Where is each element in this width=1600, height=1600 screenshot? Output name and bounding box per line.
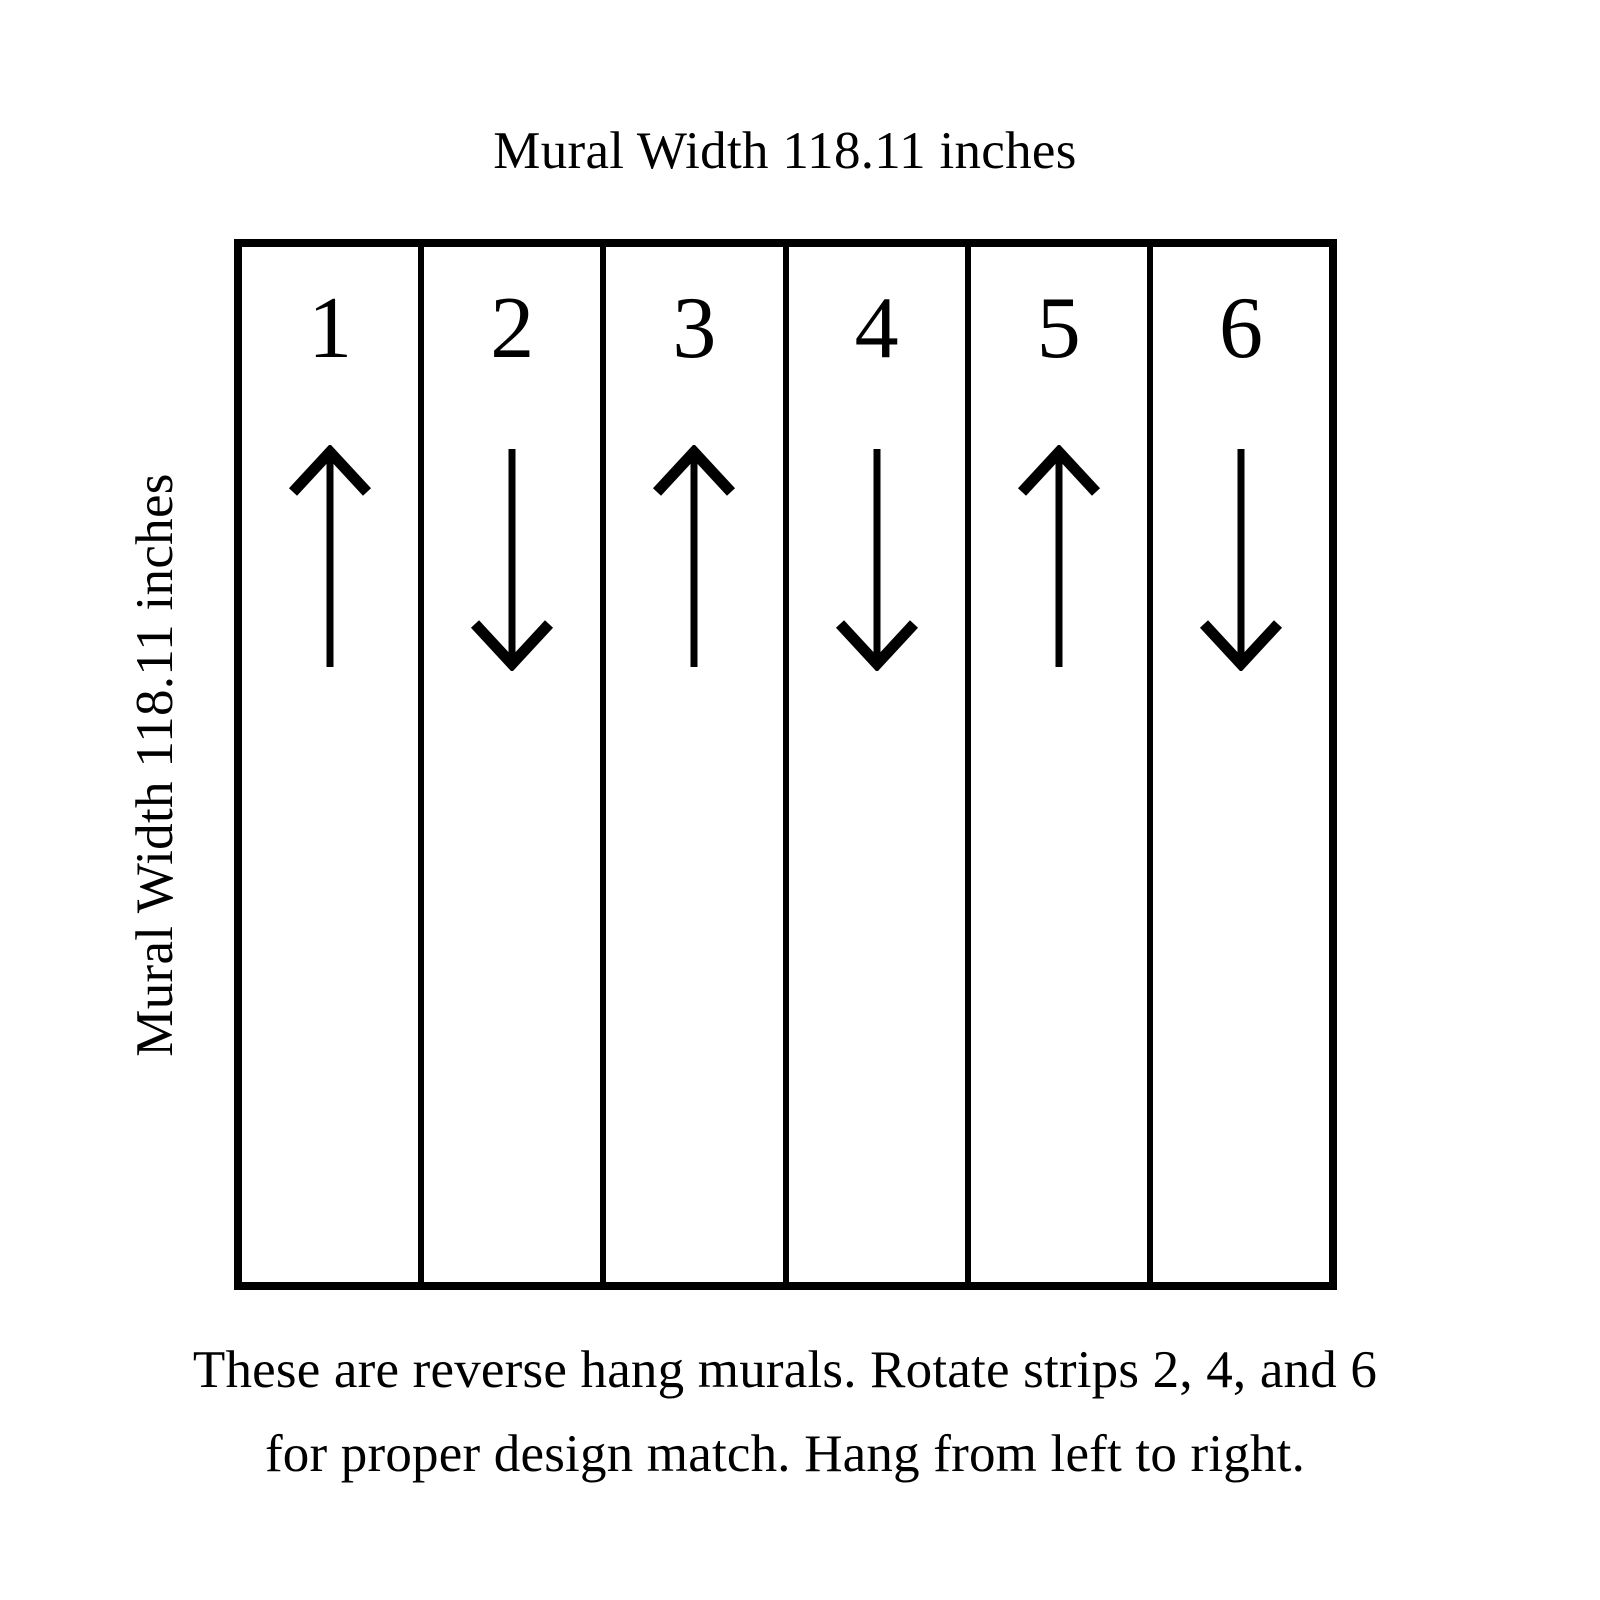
mural-strip-3[interactable]: 3: [606, 247, 789, 1282]
caption-line-1: These are reverse hang murals. Rotate st…: [192, 1341, 1378, 1399]
arrow-up-icon: [1011, 445, 1107, 671]
mural-width-top-label: Mural Width 118.11 inches: [493, 122, 1077, 180]
strip-number-label: 6: [1218, 280, 1263, 377]
mural-outline-rectangle: 1 2 3: [234, 239, 1337, 1290]
mural-strip-6[interactable]: 6: [1152, 247, 1330, 1282]
strip-number-label: 4: [854, 280, 899, 377]
strip-number-label: 1: [308, 280, 353, 377]
arrow-down-icon: [464, 445, 560, 671]
strip-number-label: 2: [490, 280, 535, 377]
mural-strip-4[interactable]: 4: [788, 247, 971, 1282]
arrow-down-icon: [829, 445, 925, 671]
strip-number-label: 3: [672, 280, 717, 377]
mural-strip-2[interactable]: 2: [424, 247, 607, 1282]
mural-strip-1[interactable]: 1: [242, 247, 425, 1282]
arrow-up-icon: [646, 445, 742, 671]
strip-number-label: 5: [1036, 280, 1081, 377]
hanging-instructions-caption: These are reverse hang murals. Rotate st…: [0, 1328, 1570, 1496]
arrow-down-icon: [1193, 445, 1289, 671]
mural-strip-5[interactable]: 5: [970, 247, 1153, 1282]
caption-line-2: for proper design match. Hang from left …: [264, 1425, 1306, 1483]
mural-height-left-label: Mural Width 118.11 inches: [126, 473, 184, 1057]
arrow-up-icon: [282, 445, 378, 671]
